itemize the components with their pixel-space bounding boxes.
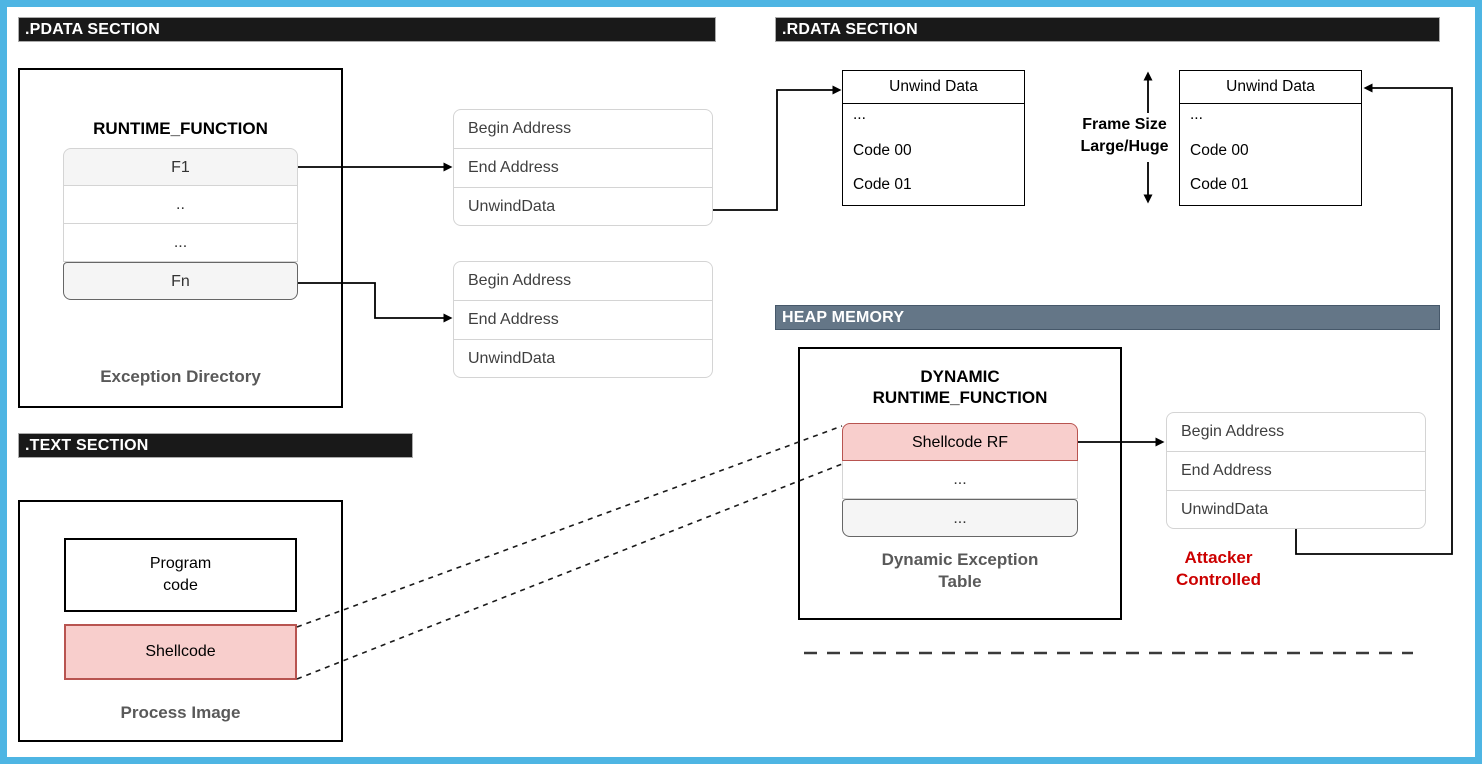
unwind-data-field: UnwindData	[468, 350, 556, 367]
unwind-data-title: Unwind Data	[1180, 71, 1361, 104]
unwind-row-code00: Code 00	[1190, 142, 1249, 159]
dynamic-table-row-ellipsis: ...	[842, 461, 1078, 499]
text-section-header: .TEXT SECTION	[18, 433, 413, 458]
begin-address-field: Begin Address	[1167, 413, 1425, 452]
unwind-row-code01: Code 01	[853, 176, 912, 193]
end-address-field: End Address	[454, 149, 712, 188]
attacker-runtime-function-entry: Begin Address End Address UnwindData	[1166, 412, 1426, 529]
pdata-section-header: .PDATA SECTION	[18, 17, 716, 42]
dynamic-table-row-ellipsis2: ...	[842, 499, 1078, 537]
end-address-field: End Address	[454, 301, 712, 340]
unwind-row-ellipsis: ...	[1190, 106, 1203, 123]
runtime-function-row-f1: F1	[63, 148, 298, 186]
dynamic-caption-line2: Table	[938, 572, 982, 591]
end-address-field: End Address	[1167, 452, 1425, 491]
shellcode-box: Shellcode	[64, 624, 297, 680]
unwind-data-field: UnwindData	[1181, 501, 1269, 518]
program-code-line2: code	[163, 577, 198, 594]
unwind-data-box-left: Unwind Data ... Code 00 Code 01	[842, 70, 1025, 206]
unwind-row-ellipsis: ...	[853, 106, 866, 123]
dynamic-title-line1: DYNAMIC	[920, 367, 1000, 386]
runtime-function-row-dots: ..	[63, 186, 298, 224]
frame-size-line1: Frame Size	[1082, 116, 1167, 133]
shellcode-label: Shellcode	[145, 643, 216, 660]
attacker-controlled-note: Attacker Controlled	[1146, 547, 1291, 591]
rdata-section-header: .RDATA SECTION	[775, 17, 1440, 42]
dynamic-exception-table-caption: Dynamic Exception Table	[798, 549, 1122, 593]
runtime-function-row-fn: Fn	[63, 262, 298, 300]
unwind-row-code01: Code 01	[1190, 176, 1249, 193]
shellcode-rf-row: Shellcode RF	[842, 423, 1078, 461]
dynamic-title-line2: RUNTIME_FUNCTION	[872, 388, 1048, 407]
process-image-caption: Process Image	[120, 703, 241, 722]
program-code-box: Program code	[64, 538, 297, 612]
attacker-note-line1: Attacker	[1184, 548, 1253, 567]
exception-directory-caption: Exception Directory	[100, 367, 261, 386]
begin-address-field: Begin Address	[454, 110, 712, 149]
unwind-data-title: Unwind Data	[843, 71, 1024, 104]
runtime-function-entry-1: Begin Address End Address UnwindData	[453, 109, 713, 226]
dynamic-caption-line1: Dynamic Exception	[881, 550, 1039, 569]
begin-address-field: Begin Address	[454, 262, 712, 301]
program-code-line1: Program	[149, 555, 212, 572]
runtime-function-row-ellipsis: ...	[63, 224, 298, 262]
unwind-data-box-right: Unwind Data ... Code 00 Code 01	[1179, 70, 1362, 206]
runtime-function-entry-2: Begin Address End Address UnwindData	[453, 261, 713, 378]
heap-memory-header: HEAP MEMORY	[775, 305, 1440, 330]
runtime-function-title: RUNTIME_FUNCTION	[93, 119, 268, 138]
frame-size-note: Frame Size Large/Huge	[1052, 114, 1197, 158]
dashed-link-shellcode-bottom	[296, 463, 843, 680]
dynamic-runtime-function-title: DYNAMIC RUNTIME_FUNCTION	[798, 366, 1122, 408]
attacker-note-line2: Controlled	[1176, 570, 1261, 589]
unwind-row-code00: Code 00	[853, 142, 912, 159]
unwind-data-field: UnwindData	[468, 198, 556, 215]
frame-size-line2: Large/Huge	[1080, 138, 1169, 155]
arrow-unwinddata-to-unwind-left	[713, 85, 842, 211]
